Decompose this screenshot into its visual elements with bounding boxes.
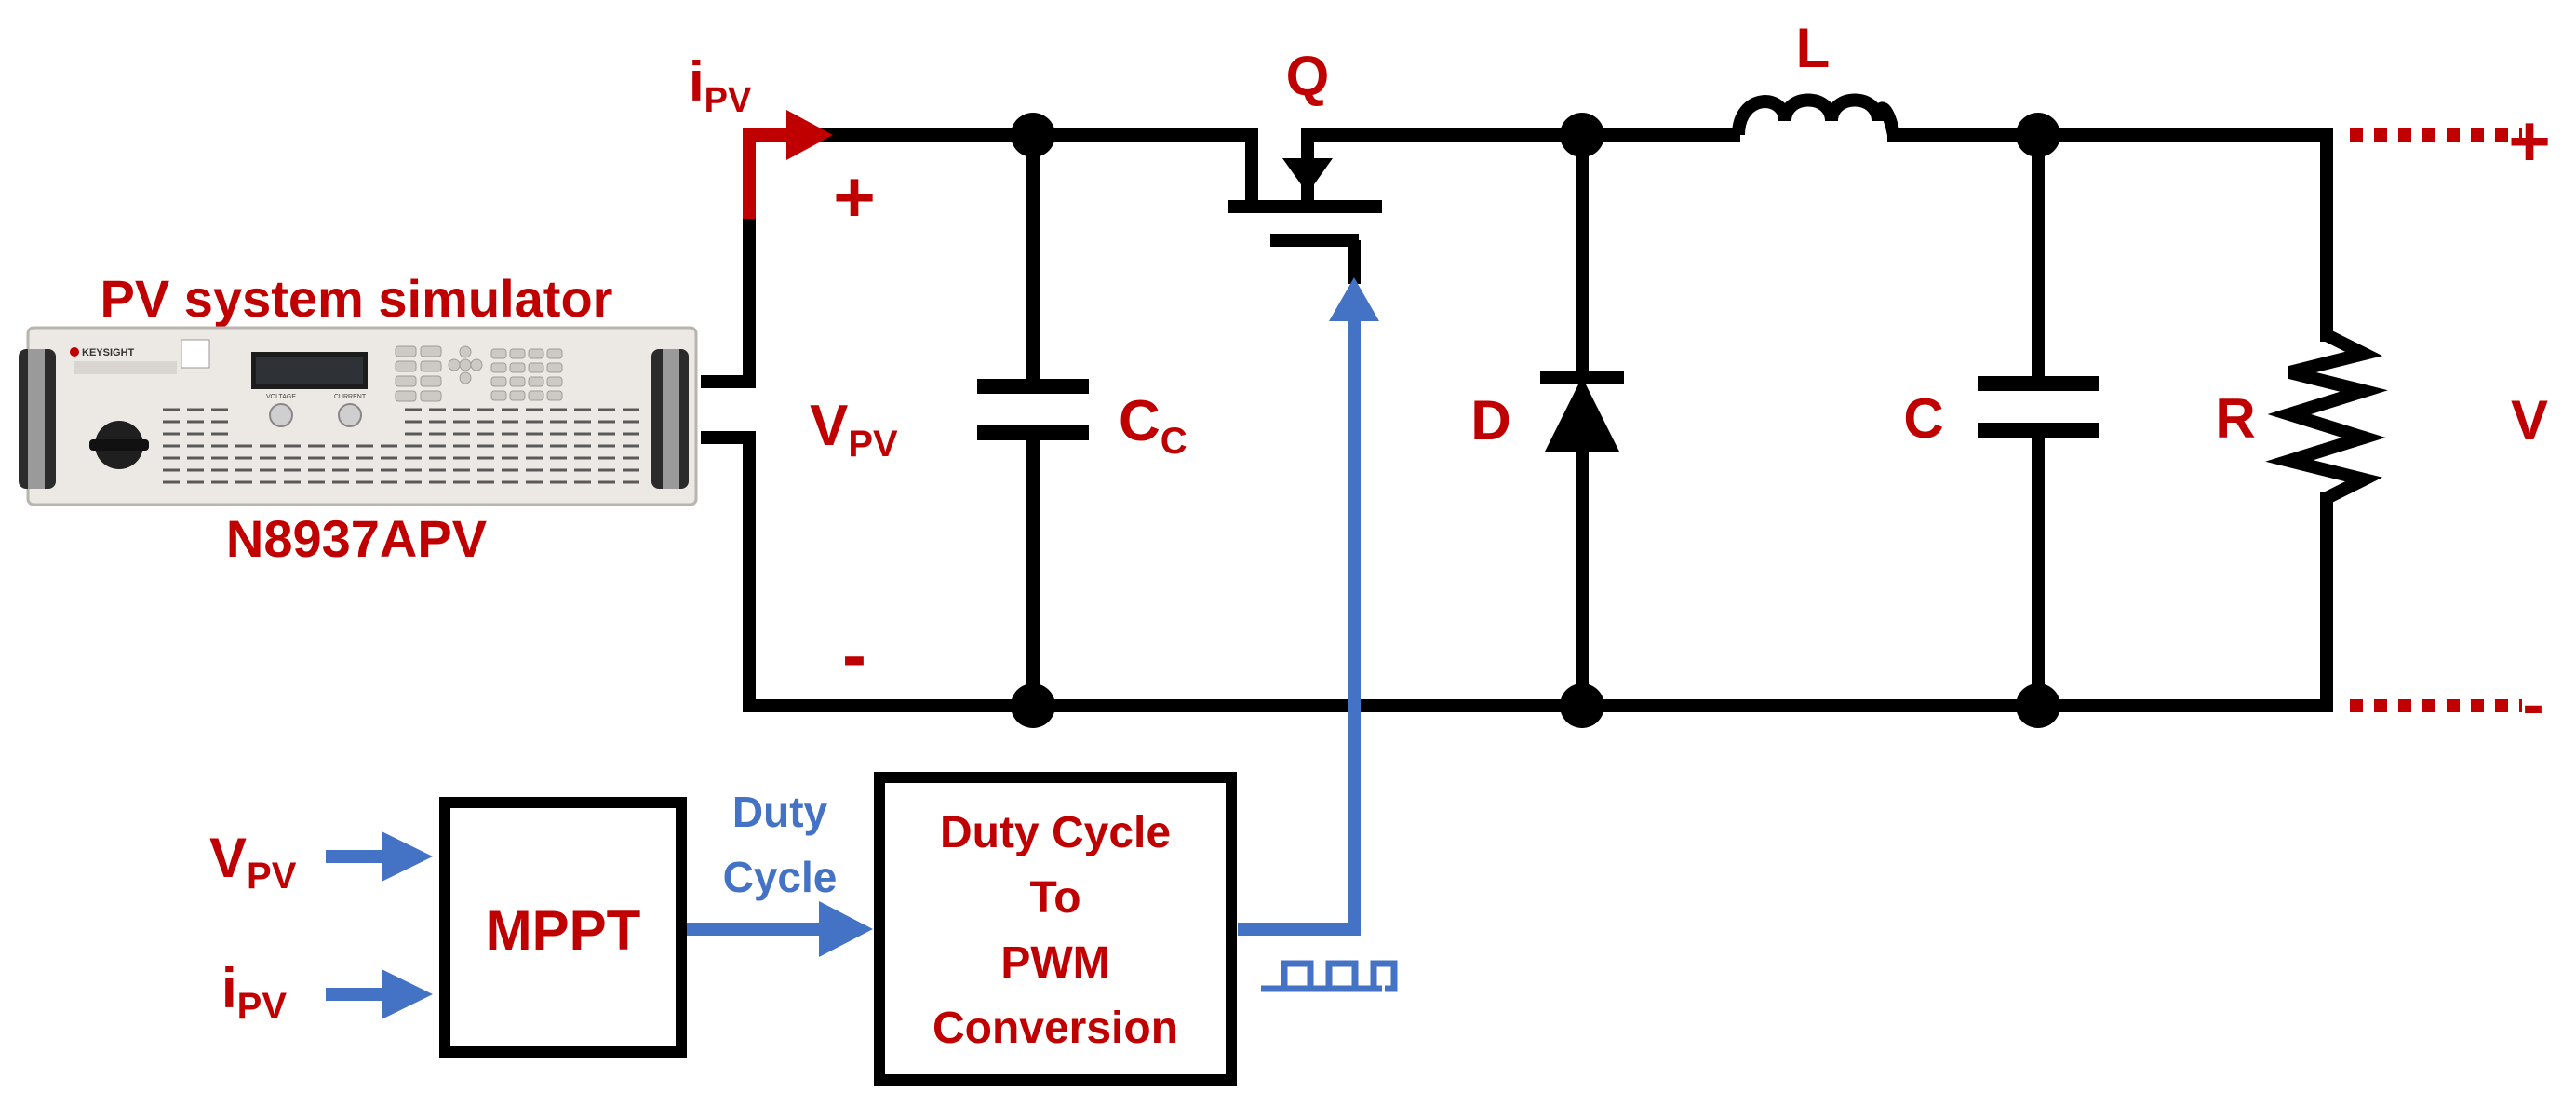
mppt-block	[439, 797, 687, 1058]
resistor-symbol	[2265, 329, 2388, 505]
current-indicator	[743, 110, 833, 219]
device-brand: KEYSIGHT	[82, 347, 135, 358]
voltage-knob	[269, 403, 293, 427]
pwm-label-line2: To	[1029, 873, 1080, 923]
output-leads	[2350, 128, 2522, 712]
minus-label-output: -	[2522, 668, 2543, 740]
pv-simulator-device: KEYSIGHT VOLTAGE CURRENT	[19, 326, 698, 506]
mosfet-q-symbol	[1228, 135, 1382, 284]
mppt-label: MPPT	[486, 899, 641, 962]
pwm-label-line3: PWM	[1000, 938, 1109, 988]
plus-label-input: +	[833, 155, 876, 237]
vent-grille	[163, 408, 639, 484]
switch-label: Q	[1286, 45, 1330, 107]
pwm-label-line1: Duty Cycle	[940, 808, 1171, 857]
junction-dot	[2016, 683, 2060, 728]
simulator-model: N8937APV	[226, 509, 487, 568]
mppt-input-arrows	[326, 831, 433, 1019]
mppt-input-ipv-label: iPV	[221, 957, 287, 1027]
current-arrow-icon	[786, 110, 833, 160]
device-keypad	[395, 345, 563, 402]
knob-label-voltage: VOLTAGE	[266, 394, 296, 400]
diode-symbol	[1540, 371, 1624, 452]
duty-cycle-label-line2: Cycle	[723, 853, 838, 901]
inductor-symbol	[1731, 93, 1900, 142]
source-left-top	[701, 212, 756, 388]
junction-dot	[1011, 113, 1055, 157]
pwm-label-line4: Conversion	[932, 1004, 1178, 1053]
capacitor-c-symbol	[1978, 376, 2099, 438]
power-wiring	[701, 128, 2333, 712]
vpv-label: VPV	[810, 394, 898, 465]
minus-label-input: -	[842, 614, 866, 695]
inductor-label: L	[1796, 17, 1831, 79]
diode-label: D	[1470, 389, 1510, 452]
junction-dot	[1011, 683, 1055, 728]
duty-cycle-label-line1: Duty	[732, 788, 828, 836]
capacitor-cc-symbol	[977, 379, 1089, 440]
junction-dot	[2016, 113, 2060, 157]
current-label: iPV	[689, 50, 752, 120]
mppt-input-vpv-label: VPV	[209, 827, 297, 897]
capacitor-label: C	[1903, 387, 1943, 450]
gate-signal-path	[1238, 277, 1379, 936]
output-voltage-label: V	[2511, 389, 2548, 452]
arrow-right-icon	[382, 831, 433, 882]
simulator-title: PV system simulator	[101, 269, 613, 328]
duty-cycle-arrow	[687, 901, 873, 957]
junctions	[1011, 113, 2060, 728]
current-knob	[338, 403, 362, 427]
arrow-up-icon	[1329, 277, 1379, 321]
arrow-right-icon	[819, 901, 873, 957]
pwm-block	[874, 772, 1237, 1086]
cc-label: CC	[1119, 389, 1187, 462]
junction-dot	[1560, 113, 1604, 157]
brand-logo-icon	[70, 347, 79, 357]
knob-label-current: CURRENT	[334, 394, 367, 400]
junction-dot	[1560, 683, 1604, 728]
plus-label-output: +	[2508, 100, 2551, 182]
pwm-waveform-icon	[1261, 960, 1398, 992]
arrow-right-icon	[382, 969, 433, 1019]
source-left-bottom	[701, 431, 756, 712]
resistor-label: R	[2215, 387, 2255, 450]
mosfet-arrow-icon	[1282, 158, 1333, 194]
device-sticker	[181, 339, 210, 369]
